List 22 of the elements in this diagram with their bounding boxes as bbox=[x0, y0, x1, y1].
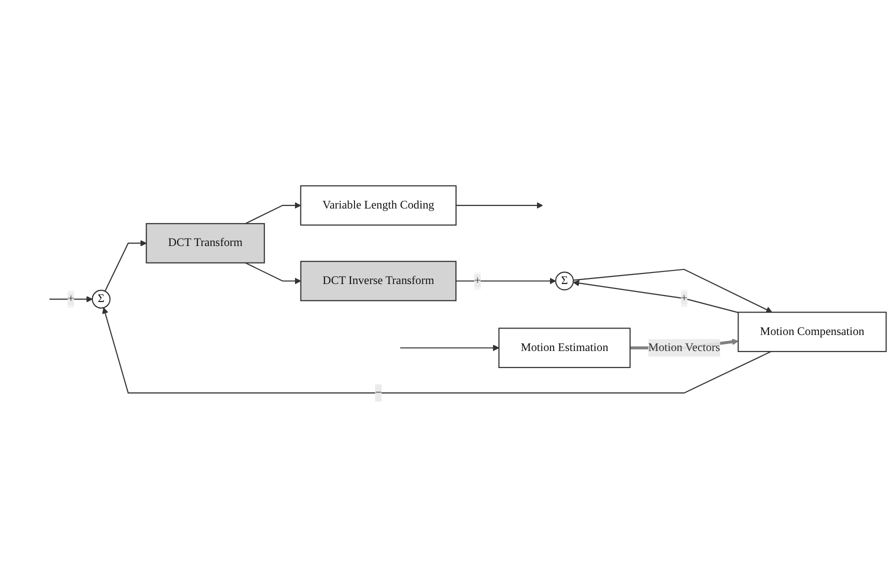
node-box: Variable Length Coding bbox=[300, 185, 457, 226]
arrow bbox=[572, 280, 738, 313]
edge-label: − bbox=[375, 386, 382, 399]
arrow bbox=[573, 268, 772, 312]
node-circle: Σ bbox=[92, 290, 111, 308]
arrow bbox=[49, 296, 93, 302]
edge-label: Motion Vectors bbox=[648, 341, 720, 354]
edge-label: + bbox=[680, 292, 688, 304]
node-box: Motion Estimation bbox=[498, 327, 631, 368]
edge-label: + bbox=[68, 292, 74, 305]
arrow bbox=[245, 202, 301, 224]
arrow bbox=[104, 240, 147, 292]
arrow bbox=[456, 202, 543, 208]
edge-label: + bbox=[474, 274, 481, 287]
node-box: Motion Compensation bbox=[738, 311, 887, 352]
arrow bbox=[456, 278, 556, 284]
arrow bbox=[102, 307, 772, 394]
arrow bbox=[245, 262, 302, 284]
node-box: DCT Transform bbox=[146, 222, 265, 264]
node-box: DCT Inverse Transform bbox=[300, 260, 456, 301]
node-circle: Σ bbox=[555, 271, 574, 290]
arrow bbox=[400, 344, 500, 351]
